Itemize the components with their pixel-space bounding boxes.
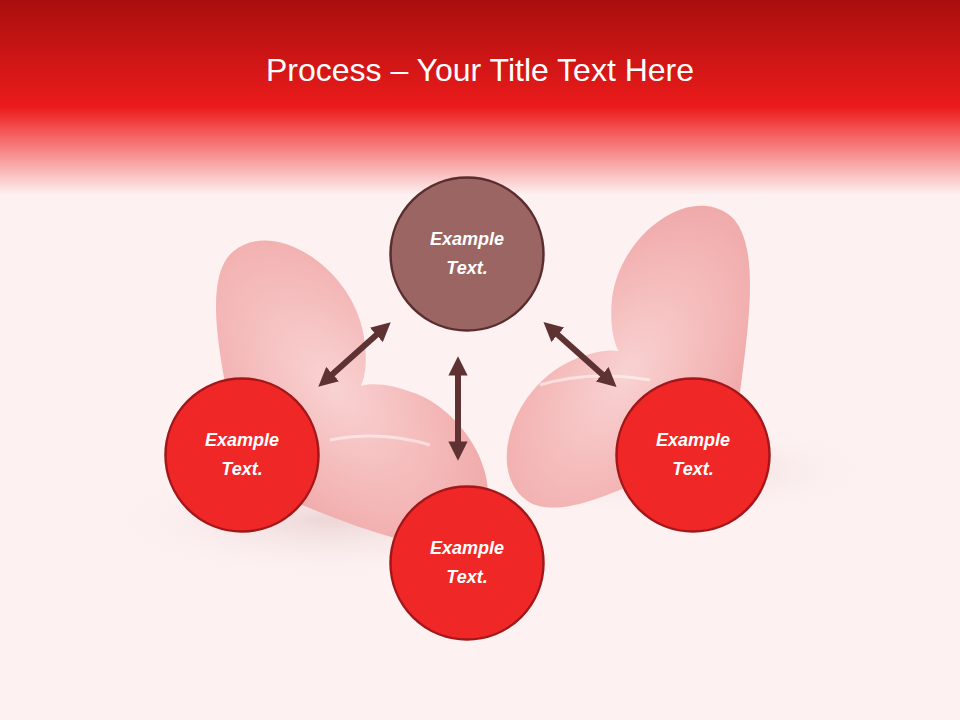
process-circle: Example Text. — [389, 485, 545, 641]
circle-outline — [615, 377, 771, 533]
heart-highlight — [330, 436, 430, 445]
process-circle: Example Text. — [389, 176, 545, 332]
process-circle: Example Text. — [164, 377, 320, 533]
circle-text: Example Text. — [190, 426, 294, 484]
header-band — [0, 0, 960, 195]
heart-highlight — [540, 376, 650, 385]
double-arrow — [324, 327, 385, 381]
double-arrow — [455, 364, 461, 453]
slide-title: Process – Your Title Text Here — [0, 52, 960, 89]
double-arrow — [549, 327, 611, 382]
circle-outline — [389, 176, 545, 332]
circle-outline — [389, 485, 545, 641]
circle-text: Example Text. — [415, 225, 519, 283]
circle-text: Example Text. — [641, 426, 745, 484]
circle-text: Example Text. — [415, 534, 519, 592]
circle-outline — [164, 377, 320, 533]
process-circle: Example Text. — [615, 377, 771, 533]
